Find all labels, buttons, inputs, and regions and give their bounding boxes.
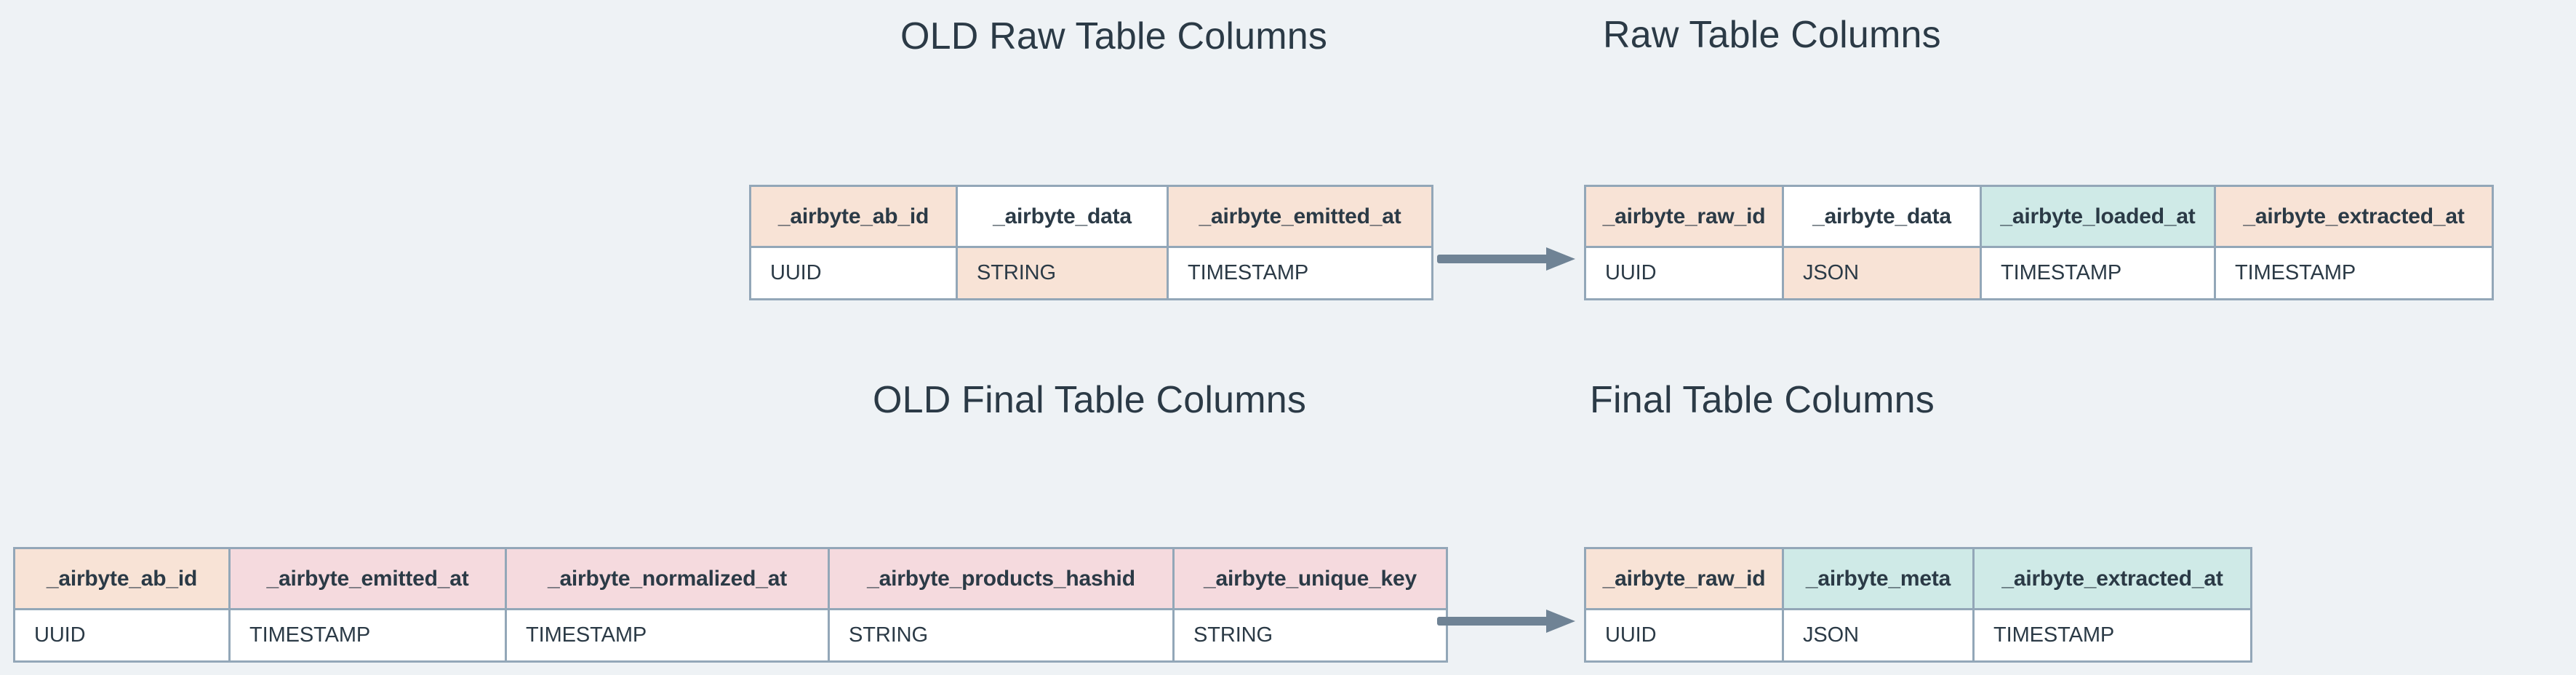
column-type-cell: STRING <box>956 246 1169 300</box>
table-raw: _airbyte_raw_id _airbyte_data _airbyte_l… <box>1584 185 2494 300</box>
column-type-cell: TIMESTAMP <box>2214 246 2494 300</box>
column-type-cell: TIMESTAMP <box>1972 608 2252 663</box>
column-header-cell: _airbyte_ab_id <box>13 547 231 610</box>
page-title-old-raw-table: OLD Raw Table Columns <box>900 15 1328 57</box>
column-type-cell: TIMESTAMP <box>228 608 507 663</box>
column-type-cell: STRING <box>1172 608 1448 663</box>
page-title-final-table: Final Table Columns <box>1590 379 1935 421</box>
column-header-cell: _airbyte_loaded_at <box>1980 185 2216 248</box>
table-row: UUID JSON TIMESTAMP TIMESTAMP <box>1584 246 2494 300</box>
table-old-final: _airbyte_ab_id _airbyte_emitted_at _airb… <box>13 547 1448 663</box>
column-type-cell: JSON <box>1782 246 1982 300</box>
table-header-row: _airbyte_raw_id _airbyte_meta _airbyte_e… <box>1584 547 2252 610</box>
page-title-raw-table: Raw Table Columns <box>1603 14 1941 56</box>
table-final: _airbyte_raw_id _airbyte_meta _airbyte_e… <box>1584 547 2252 663</box>
column-type-cell: UUID <box>1584 608 1784 663</box>
arrow-right-icon <box>1437 610 1575 633</box>
column-header-cell: _airbyte_emitted_at <box>1167 185 1433 248</box>
column-header-cell: _airbyte_raw_id <box>1584 185 1784 248</box>
column-header-cell: _airbyte_extracted_at <box>1972 547 2252 610</box>
column-header-cell: _airbyte_unique_key <box>1172 547 1448 610</box>
column-type-cell: TIMESTAMP <box>505 608 830 663</box>
column-header-cell: _airbyte_products_hashid <box>828 547 1175 610</box>
column-type-cell: UUID <box>1584 246 1784 300</box>
arrow-right-icon <box>1437 247 1575 271</box>
column-header-cell: _airbyte_normalized_at <box>505 547 830 610</box>
column-type-cell: TIMESTAMP <box>1980 246 2216 300</box>
table-header-row: _airbyte_ab_id _airbyte_data _airbyte_em… <box>749 185 1433 248</box>
table-header-row: _airbyte_raw_id _airbyte_data _airbyte_l… <box>1584 185 2494 248</box>
column-header-cell: _airbyte_data <box>1782 185 1982 248</box>
column-type-cell: UUID <box>13 608 231 663</box>
column-header-cell: _airbyte_meta <box>1782 547 1975 610</box>
table-header-row: _airbyte_ab_id _airbyte_emitted_at _airb… <box>13 547 1448 610</box>
table-old-raw: _airbyte_ab_id _airbyte_data _airbyte_em… <box>749 185 1433 300</box>
column-header-cell: _airbyte_raw_id <box>1584 547 1784 610</box>
column-type-cell: TIMESTAMP <box>1167 246 1433 300</box>
column-header-cell: _airbyte_emitted_at <box>228 547 507 610</box>
table-row: UUID TIMESTAMP TIMESTAMP STRING STRING <box>13 608 1448 663</box>
table-row: UUID STRING TIMESTAMP <box>749 246 1433 300</box>
column-header-cell: _airbyte_extracted_at <box>2214 185 2494 248</box>
column-type-cell: UUID <box>749 246 958 300</box>
column-type-cell: STRING <box>828 608 1175 663</box>
page-title-old-final-table: OLD Final Table Columns <box>873 379 1307 421</box>
column-header-cell: _airbyte_ab_id <box>749 185 958 248</box>
column-header-cell: _airbyte_data <box>956 185 1169 248</box>
column-type-cell: JSON <box>1782 608 1975 663</box>
table-row: UUID JSON TIMESTAMP <box>1584 608 2252 663</box>
